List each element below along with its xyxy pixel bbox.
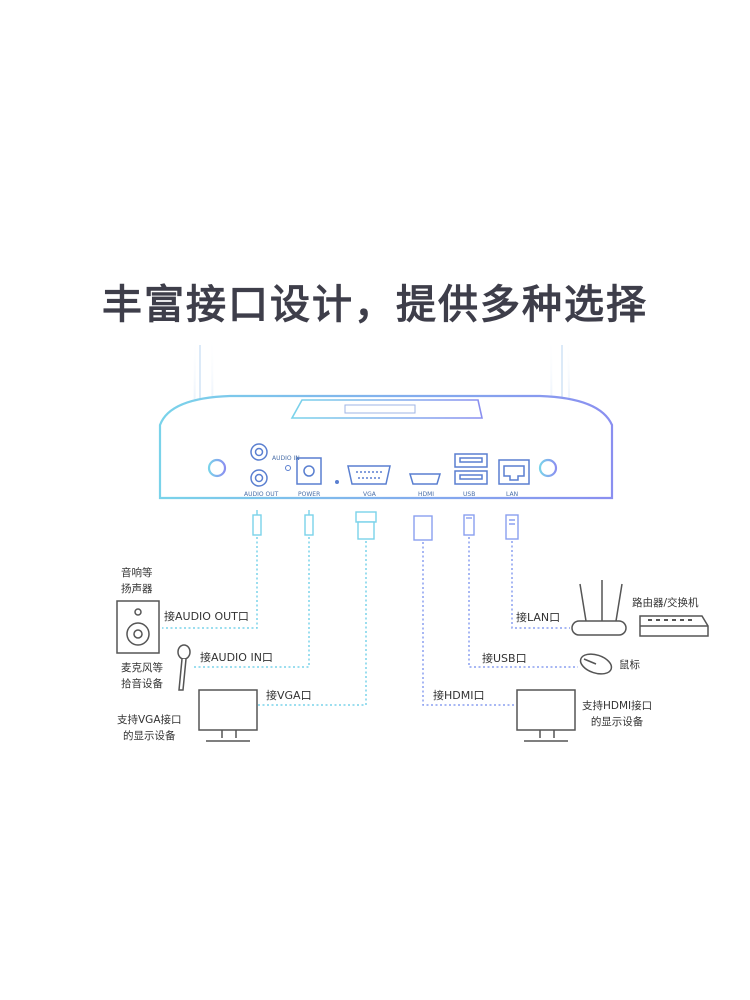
audio-out-line xyxy=(162,537,258,629)
power-port xyxy=(296,457,322,485)
hdmi-line xyxy=(422,542,516,706)
usb-connection-label: 接USB口 xyxy=(482,652,527,665)
mouse-label: 鼠标 xyxy=(619,659,640,671)
hdmi-display-label: 支持HDMI接口 的显示设备 xyxy=(582,700,653,728)
lan-port xyxy=(498,459,530,485)
headline: 丰富接口设计，提供多种选择 xyxy=(102,282,648,328)
audio-in-label: AUDIO IN xyxy=(272,455,300,462)
lan-line xyxy=(511,541,570,629)
speaker-label: 音响等 扬声器 xyxy=(121,567,153,595)
usb-line xyxy=(468,537,578,668)
audio-out-port xyxy=(250,469,268,487)
vga-line xyxy=(258,541,367,706)
usb-port xyxy=(454,453,488,485)
usb-label: USB xyxy=(463,491,475,498)
audio-out-label: AUDIO OUT xyxy=(244,491,279,498)
vga-display-label: 支持VGA接口 的显示设备 xyxy=(117,714,182,742)
audio-in-plug-icon xyxy=(304,510,314,536)
router-label: 路由器/交换机 xyxy=(632,597,699,609)
router-icon xyxy=(571,580,627,636)
hdmi-monitor-icon xyxy=(516,689,576,742)
vga-monitor-icon xyxy=(198,689,258,742)
mouse-icon xyxy=(579,653,613,675)
speaker-icon xyxy=(116,600,160,654)
audio-out-connection-label: 接AUDIO OUT口 xyxy=(164,610,249,623)
hdmi-port xyxy=(408,473,442,485)
microphone-icon xyxy=(177,644,191,691)
hdmi-label: HDMI xyxy=(418,491,434,498)
audio-in-line xyxy=(194,537,310,668)
switch-icon xyxy=(639,615,709,637)
audio-in-connection-label: 接AUDIO IN口 xyxy=(200,651,273,664)
lan-plug-icon xyxy=(505,514,519,540)
microphone-label: 麦克风等 拾音设备 xyxy=(121,662,163,690)
vga-connection-label: 接VGA口 xyxy=(266,689,312,702)
vga-port xyxy=(347,465,391,485)
audio-in-port xyxy=(250,443,268,461)
lan-connection-label: 接LAN口 xyxy=(516,611,561,624)
power-label: POWER xyxy=(298,491,320,498)
hdmi-connection-label: 接HDMI口 xyxy=(433,689,485,702)
audio-out-plug-icon xyxy=(252,510,262,536)
indicator-icon xyxy=(285,465,291,471)
vga-label: VGA xyxy=(363,491,377,498)
usb-plug-icon xyxy=(463,514,475,536)
status-led-icon xyxy=(335,480,339,484)
hdmi-plug-icon xyxy=(413,515,433,541)
vga-plug-icon xyxy=(355,511,377,540)
lan-label: LAN xyxy=(506,491,518,498)
